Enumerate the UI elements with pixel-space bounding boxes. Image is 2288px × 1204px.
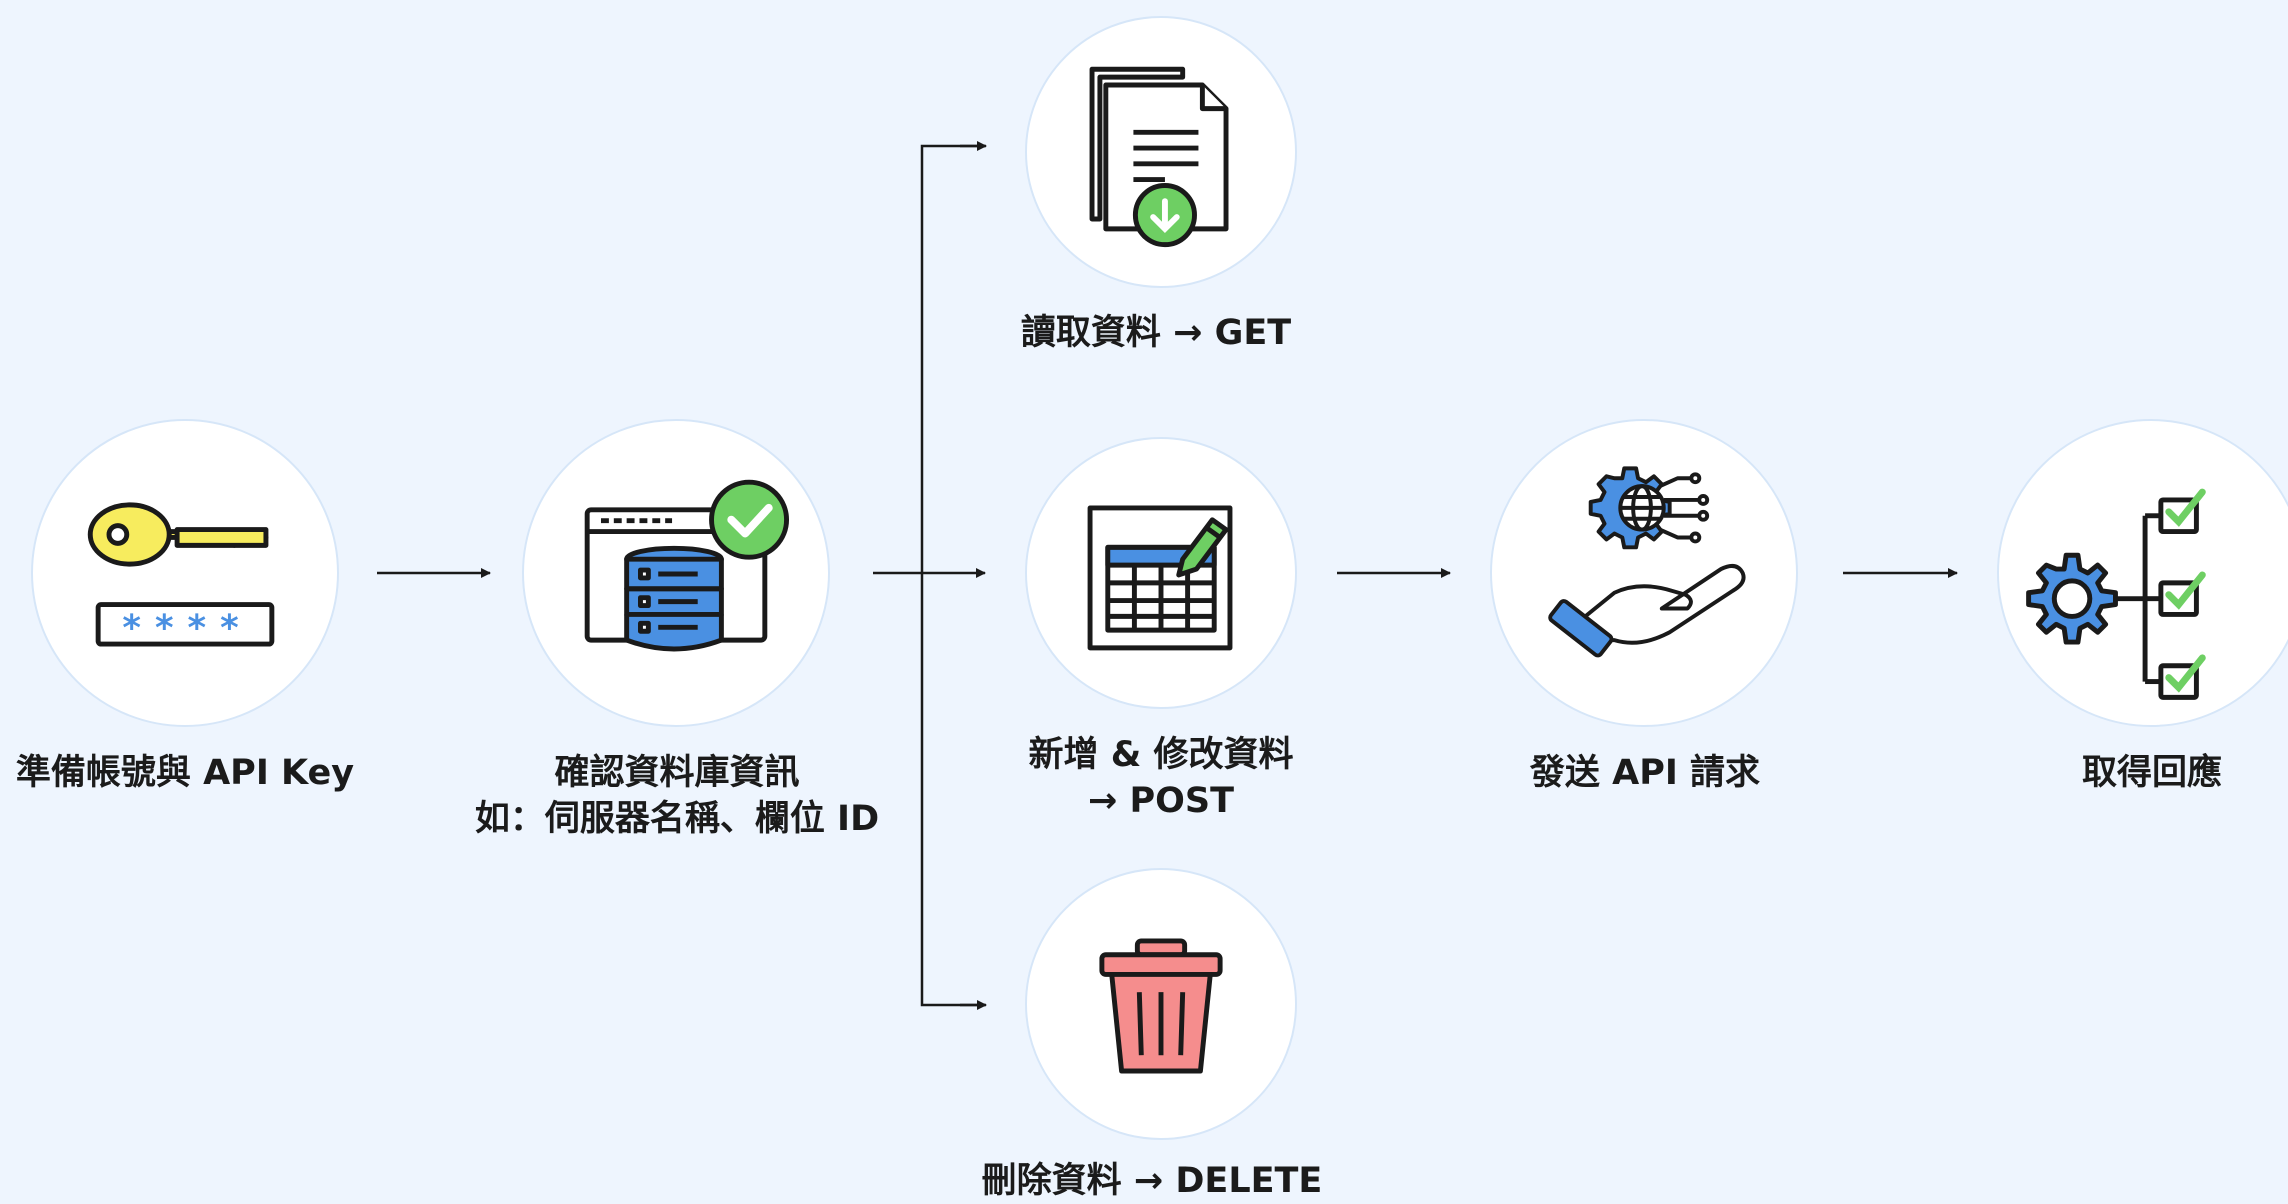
table-edit-icon — [1087, 505, 1233, 651]
node-response — [1997, 419, 2288, 727]
label-confirm: 確認資料庫資訊 如：伺服器名稱、欄位 ID — [474, 753, 880, 839]
trash-icon — [1099, 938, 1223, 1074]
svg-text:*: * — [188, 608, 207, 649]
svg-text:*: * — [155, 608, 174, 649]
label-post: 新增 & 修改資料 → POST — [1028, 735, 1294, 821]
document-download-icon — [1089, 66, 1229, 248]
svg-text:*: * — [220, 608, 239, 649]
svg-text:*: * — [122, 608, 141, 649]
node-prepare: * * * * — [31, 419, 339, 727]
label-send: 發送 API 請求 — [1529, 753, 1761, 793]
node-get — [1025, 16, 1297, 288]
gear-checklist-icon — [2026, 488, 2206, 700]
label-prepare: 準備帳號與 API Key — [15, 753, 355, 793]
label-delete: 刪除資料 → DELETE — [981, 1161, 1323, 1201]
label-response: 取得回應 — [2081, 753, 2223, 793]
node-confirm — [522, 419, 830, 727]
label-get: 讀取資料 → GET — [1020, 313, 1292, 353]
key-password-icon: * * * * — [87, 502, 275, 649]
node-delete — [1025, 868, 1297, 1140]
node-send — [1490, 419, 1798, 727]
branch-connector — [920, 144, 985, 1007]
node-post — [1025, 437, 1297, 709]
database-check-icon — [584, 479, 790, 652]
hand-gear-network-icon — [1548, 466, 1746, 658]
